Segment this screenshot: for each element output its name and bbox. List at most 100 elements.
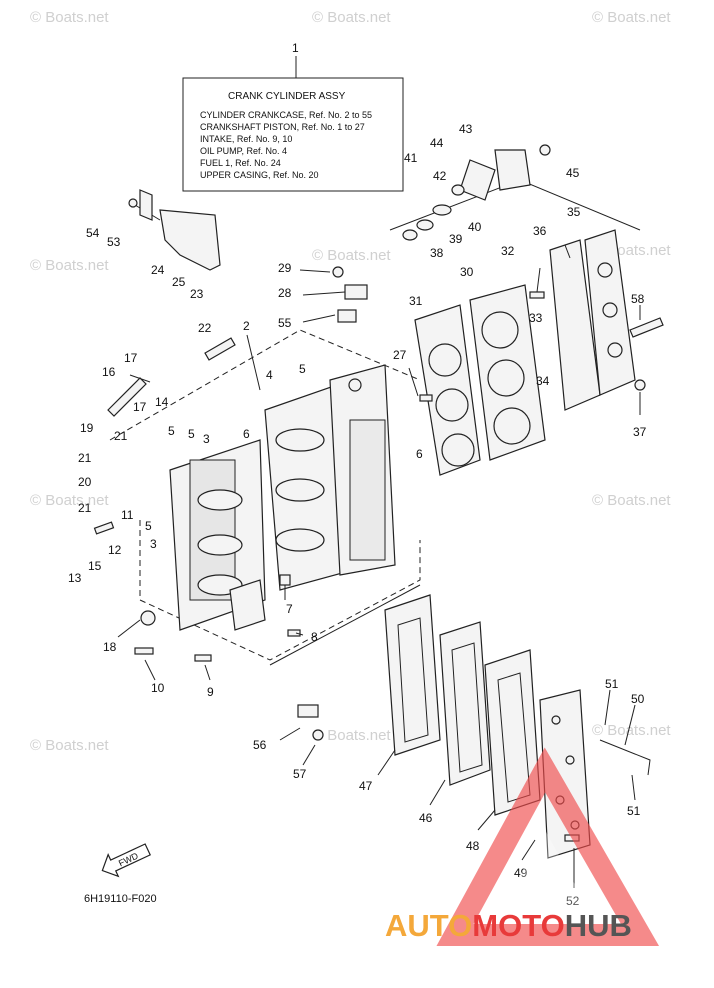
callout: 4 (266, 368, 273, 382)
info-line: OIL PUMP, Ref. No. 4 (200, 146, 287, 156)
watermark: © Boats.net (30, 257, 109, 274)
callout: 12 (108, 543, 122, 557)
callout: 51 (605, 677, 619, 691)
callout: 56 (253, 738, 267, 752)
callout: 28 (278, 286, 292, 300)
callout: 5 (168, 424, 175, 438)
assembly-info-box: 1 CRANK CYLINDER ASSY CYLINDER CRANKCASE… (182, 41, 404, 192)
callout: 13 (68, 571, 82, 585)
callout: 52 (566, 894, 580, 908)
callout: 47 (359, 779, 373, 793)
callout: 18 (103, 640, 117, 654)
info-line: FUEL 1, Ref. No. 24 (200, 158, 281, 168)
callout: 6 (416, 447, 423, 461)
head-cover-35 (584, 229, 636, 396)
callout: 16 (102, 365, 116, 379)
callout: 27 (393, 348, 407, 362)
callout: 22 (198, 321, 212, 335)
callout: 21 (78, 451, 92, 465)
callout: 29 (278, 261, 292, 275)
callout: 17 (124, 351, 138, 365)
leaders (117, 244, 641, 888)
crankcase-half (169, 439, 266, 631)
bolts (93, 266, 651, 842)
spark-plug-58 (629, 317, 664, 338)
callout: 3 (150, 537, 157, 551)
callout: 3 (203, 432, 210, 446)
callout: 32 (501, 244, 515, 258)
callout: 23 (190, 287, 204, 301)
logo-hub: HUB (565, 908, 632, 943)
callout: 35 (567, 205, 581, 219)
callout: 5 (145, 519, 152, 533)
callout: 57 (293, 767, 307, 781)
watermark: © Boats.net (592, 9, 671, 26)
watermark: © Boats.net (30, 492, 109, 509)
callout: 21 (114, 429, 128, 443)
logo-text: AUTOMOTOHUB (385, 908, 632, 943)
callout: 34 (536, 374, 550, 388)
callout: 8 (311, 630, 318, 644)
watermark: © Boats.net (30, 737, 109, 754)
callout: 11 (121, 508, 134, 522)
cylinder-block (264, 364, 396, 591)
callout-1: 1 (292, 41, 299, 55)
watermark: © Boats.net (312, 9, 391, 26)
callout: 36 (533, 224, 547, 238)
logo-auto: AUTO (385, 908, 472, 943)
watermark: © Boats.net (30, 9, 109, 26)
bracket-53 (128, 189, 221, 271)
watermark: © Boats.net (592, 492, 671, 509)
callout: 25 (172, 275, 186, 289)
callout: 40 (468, 220, 482, 234)
callout: 19 (80, 421, 94, 435)
callout: 17 (133, 400, 147, 414)
head-gasket-31 (414, 304, 481, 476)
callout: 15 (88, 559, 102, 573)
watermark: © Boats.net (592, 722, 671, 739)
plate-47 (384, 594, 441, 756)
diagram-code: 6H19110-F020 (84, 893, 157, 905)
callout: 42 (433, 169, 447, 183)
callout: 24 (151, 263, 165, 277)
callout: 53 (107, 235, 121, 249)
callout: 31 (409, 294, 423, 308)
watermark: © Boats.net (312, 727, 391, 744)
callout: 10 (151, 681, 165, 695)
automotohub-logo: AUTOMOTOHUB (385, 747, 660, 946)
callout: 50 (631, 692, 645, 706)
logo-moto: MOTO (472, 908, 564, 943)
callout: 48 (466, 839, 480, 853)
callout: 2 (243, 319, 250, 333)
callout-labels: 2 3 3 4 5 5 5 5 6 6 7 8 9 10 11 12 13 14… (68, 122, 647, 908)
watermark: © Boats.net (312, 247, 391, 264)
callout: 43 (459, 122, 473, 136)
callout: 41 (404, 151, 418, 165)
callout: 5 (188, 427, 195, 441)
callout: 33 (529, 311, 543, 325)
callout: 45 (566, 166, 580, 180)
cylinder-head-30 (469, 284, 546, 461)
callout: 7 (286, 602, 293, 616)
fwd-arrow: FWD (101, 843, 151, 878)
callout: 37 (633, 425, 647, 439)
info-line: CYLINDER CRANKCASE, Ref. No. 2 to 55 (200, 110, 372, 120)
callout: 21 (78, 501, 92, 515)
info-line: UPPER CASING, Ref. No. 20 (200, 170, 319, 180)
callout: 38 (430, 246, 444, 260)
info-line: CRANKSHAFT PISTON, Ref. No. 1 to 27 (200, 122, 365, 132)
info-box-title: CRANK CYLINDER ASSY (228, 91, 346, 102)
callout: 14 (155, 395, 169, 409)
info-line: INTAKE, Ref. No. 9, 10 (200, 134, 292, 144)
callout: 5 (299, 362, 306, 376)
callout: 55 (278, 316, 292, 330)
callout: 20 (78, 475, 92, 489)
callout: 9 (207, 685, 214, 699)
callout: 51 (627, 804, 641, 818)
callout: 39 (449, 232, 463, 246)
callout: 58 (631, 292, 645, 306)
callout: 30 (460, 265, 474, 279)
plate-46 (439, 621, 491, 786)
callout: 6 (243, 427, 250, 441)
